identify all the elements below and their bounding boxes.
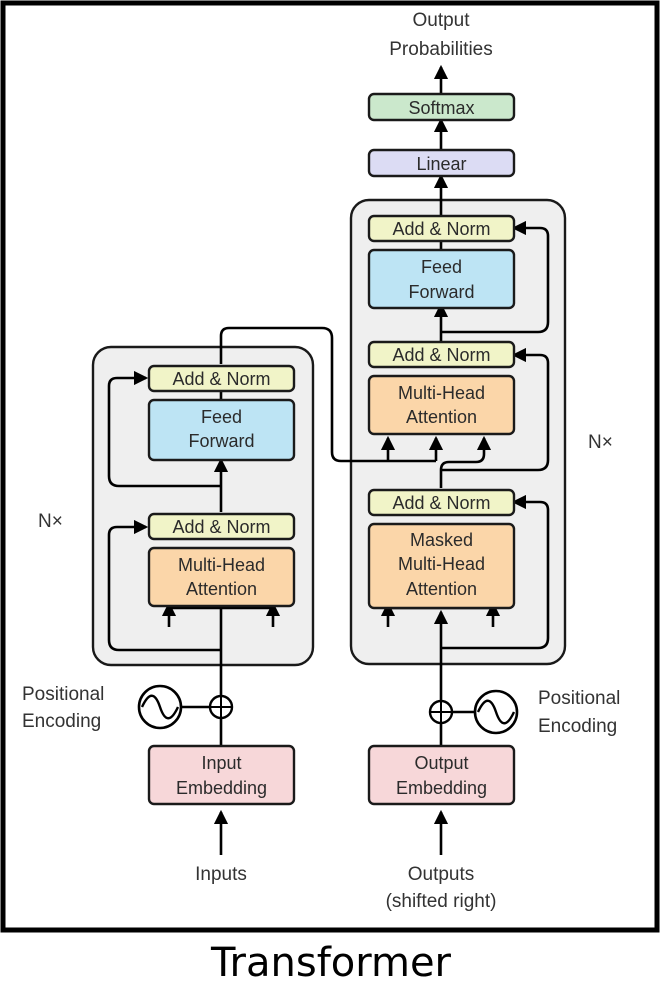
svg-text:Feed: Feed: [201, 407, 242, 427]
svg-text:Multi-Head: Multi-Head: [398, 554, 485, 574]
svg-text:Add & Norm: Add & Norm: [392, 219, 490, 239]
encoder-multi-head-attention: Multi-Head Attention: [147, 546, 296, 608]
softmax-layer: Softmax: [367, 92, 516, 122]
outputs-label: Outputs: [408, 864, 475, 885]
svg-text:Linear: Linear: [416, 154, 466, 174]
svg-text:Masked: Masked: [410, 530, 473, 550]
encoder-stack: [91, 345, 315, 667]
svg-text:Input: Input: [201, 753, 241, 773]
decoder-feed-forward: Feed Forward: [367, 248, 516, 310]
decoder-repeat-label: N×: [588, 432, 613, 453]
outputs-shifted-label: (shifted right): [386, 891, 497, 912]
decoder-pos-label: Positional: [538, 688, 620, 709]
svg-text:Forward: Forward: [408, 282, 474, 302]
svg-text:Embedding: Embedding: [176, 778, 267, 798]
svg-text:Forward: Forward: [188, 431, 254, 451]
decoder-add-norm-bottom: Add & Norm: [367, 488, 516, 517]
encoder-add-norm-top: Add & Norm: [147, 364, 296, 393]
output-prob-label-1: Output: [412, 10, 470, 31]
encoder-repeat-label: N×: [38, 511, 63, 532]
svg-text:Encoding: Encoding: [22, 711, 101, 732]
linear-layer: Linear: [367, 148, 516, 178]
svg-text:Add & Norm: Add & Norm: [172, 369, 270, 389]
svg-text:Attention: Attention: [186, 579, 257, 599]
caption: Transformer: [210, 940, 452, 983]
svg-text:Softmax: Softmax: [408, 98, 474, 118]
svg-text:Embedding: Embedding: [396, 778, 487, 798]
encoder-feed-forward: Feed Forward: [147, 398, 296, 462]
encoder-pos-label: Positional: [22, 684, 104, 705]
output-embedding: Output Embedding: [367, 744, 516, 806]
inputs-label: Inputs: [195, 864, 247, 885]
plus-circle-icon: [208, 694, 234, 720]
encoder-positional-encoding: Positional Encoding: [22, 684, 234, 732]
svg-text:Attention: Attention: [406, 579, 477, 599]
plus-circle-icon: [428, 699, 454, 725]
svg-text:Feed: Feed: [421, 257, 462, 277]
input-embedding: Input Embedding: [147, 744, 296, 806]
encoder-add-norm-bottom: Add & Norm: [147, 512, 296, 541]
svg-text:Encoding: Encoding: [538, 716, 617, 737]
decoder-positional-encoding: Positional Encoding: [428, 688, 620, 737]
decoder-masked-multi-head-attention: Masked Multi-Head Attention: [367, 522, 516, 610]
svg-text:Attention: Attention: [406, 407, 477, 427]
decoder-wires: [380, 64, 550, 855]
decoder-multi-head-attention: Multi-Head Attention: [367, 374, 516, 436]
decoder-add-norm-mid: Add & Norm: [367, 340, 516, 369]
output-prob-label-2: Probabilities: [389, 39, 493, 60]
svg-text:Multi-Head: Multi-Head: [178, 555, 265, 575]
svg-text:Add & Norm: Add & Norm: [392, 345, 490, 365]
svg-text:Add & Norm: Add & Norm: [172, 517, 270, 537]
decoder-add-norm-top: Add & Norm: [367, 214, 516, 243]
svg-text:Multi-Head: Multi-Head: [398, 383, 485, 403]
svg-text:Output: Output: [414, 753, 468, 773]
svg-text:Add & Norm: Add & Norm: [392, 493, 490, 513]
